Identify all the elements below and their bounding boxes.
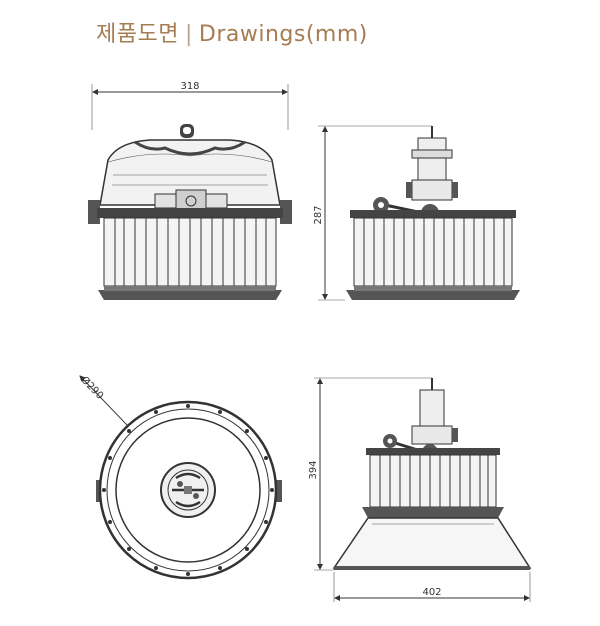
dim-side-height: 287 — [313, 205, 324, 224]
page-title: 제품도면|Drawings(mm) — [96, 16, 368, 48]
top-view: Ø290 — [78, 374, 282, 580]
title-separator: | — [184, 22, 193, 47]
front-view: 318 — [88, 81, 292, 300]
title-korean: 제품도면 — [96, 22, 179, 47]
side-view: 287 — [313, 125, 520, 301]
dim-reflector-height: 394 — [308, 460, 319, 479]
title-english: Drawings(mm) — [198, 22, 368, 47]
reflector-view: 394 402 — [308, 377, 532, 602]
dim-top-diameter: Ø290 — [78, 374, 105, 402]
dim-front-width: 318 — [180, 81, 199, 92]
dim-reflector-width: 402 — [422, 587, 441, 598]
